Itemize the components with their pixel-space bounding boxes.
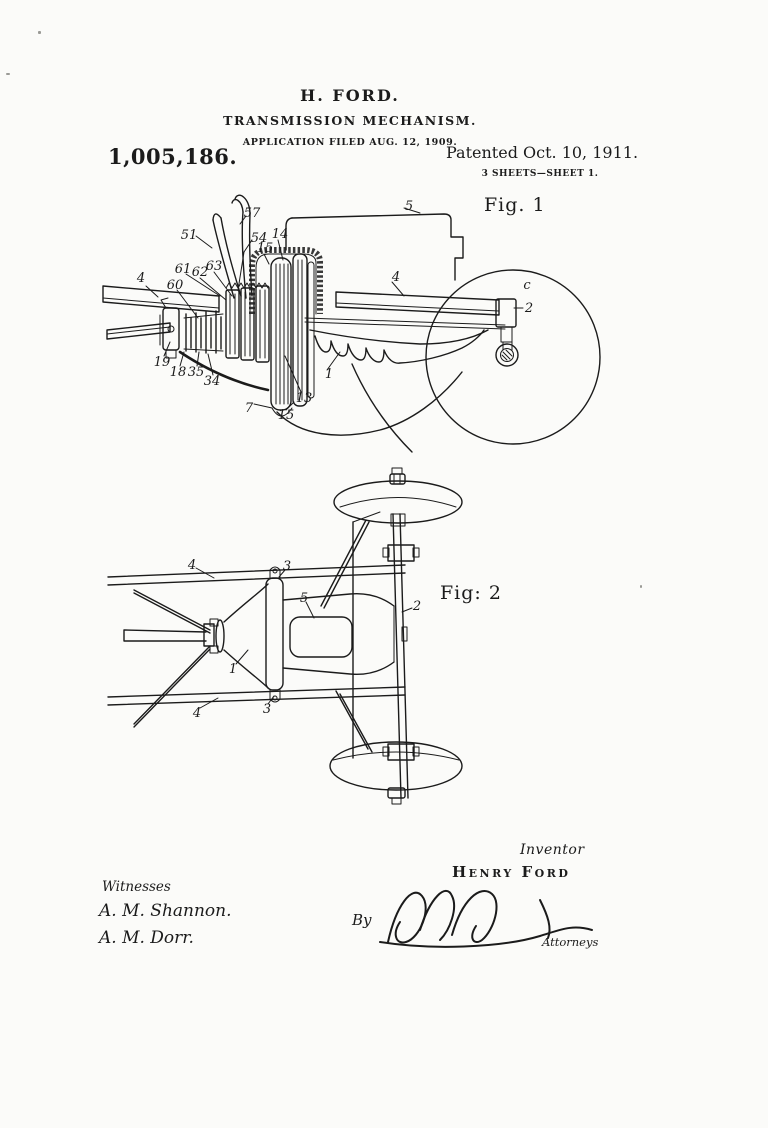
fig1-caption: Fig. 1 <box>484 194 546 216</box>
scan-speck <box>640 585 642 588</box>
patented-date-line: Patented Oct. 10, 1911. <box>446 143 639 162</box>
radius-rod <box>178 350 270 392</box>
fig2-caption: Fig: 2 <box>440 582 502 604</box>
figure-ref-label: 14 <box>272 227 289 242</box>
axle-column <box>352 511 420 799</box>
drive-shaft-universal-joint <box>106 297 180 359</box>
figure-ref-label: 5 <box>405 199 413 214</box>
figure-ref-label: 3 <box>263 702 271 717</box>
figure-ref-label: 4 <box>192 706 201 721</box>
figure-ref-label: 57 <box>244 206 261 221</box>
patent-number: 1,005,186. <box>108 144 238 169</box>
header-application-line: APPLICATION FILED AUG. 12, 1909. <box>242 137 458 148</box>
axle-clamp-upper <box>387 544 415 562</box>
fig2-label-layer: 4 3 5 2 1 4 3 <box>187 558 421 721</box>
fig2-frame-rails <box>107 564 406 706</box>
top-wheel <box>333 467 463 527</box>
witness-signature: A. M. Dorr. <box>99 928 194 948</box>
figure-ref-label: 51 <box>181 228 198 243</box>
left-frame-rail <box>102 285 220 313</box>
fig2-drawing: 4 3 5 2 1 4 3 <box>107 467 463 805</box>
figure-ref-label: 15 <box>257 241 274 256</box>
scan-speck <box>6 73 10 75</box>
figure-ref-label: 4 <box>136 271 145 286</box>
by-label: By <box>352 911 372 929</box>
frame-piece-5 <box>285 213 464 281</box>
figure-ref-label: 3 <box>283 559 291 574</box>
fig2-truss-rods <box>133 519 373 753</box>
figure-ref-label: 54 <box>251 231 268 246</box>
attorneys-label: Attorneys <box>542 935 599 949</box>
figure-ref-label: c <box>523 278 531 293</box>
figure-ref-label: 18 <box>170 365 187 380</box>
control-levers <box>212 194 253 299</box>
transverse-support-bar <box>265 566 284 703</box>
header-inventor-name: H. FORD. <box>300 86 400 105</box>
figure-ref-label: 7 <box>245 401 254 416</box>
fig1-leader-lines <box>145 207 524 411</box>
coupling-spring-section <box>183 310 224 354</box>
figure-ref-label: 2 <box>524 301 533 316</box>
right-frame-rail <box>304 291 506 330</box>
transmission-drums <box>225 282 270 363</box>
figure-ref-label: 15 <box>278 408 295 423</box>
rear-wheel-circle <box>425 269 601 445</box>
figure-ref-label: 4 <box>391 270 400 285</box>
figure-ref-label: 60 <box>167 278 184 293</box>
crankcase-arm <box>178 329 489 453</box>
attorney-signature-scrawl <box>379 889 593 948</box>
figure-ref-label: 19 <box>154 355 171 370</box>
figure-ref-label: 1 <box>325 367 333 382</box>
witness-signature: A. M. Shannon. <box>99 901 232 921</box>
figure-ref-label: 62 <box>192 265 209 280</box>
figure-ref-label: 2 <box>412 599 421 614</box>
sheet-count-line: 3 SHEETS—SHEET 1. <box>481 169 599 179</box>
fig2-leader-lines <box>195 567 413 709</box>
spring-bracket-and-pin <box>495 298 519 367</box>
cover-hatched-shell <box>249 247 323 315</box>
transmission-housing <box>282 592 395 676</box>
inventor-name: Henry Ford <box>452 863 571 881</box>
inventor-heading: Inventor <box>520 842 585 858</box>
scan-speck <box>38 31 41 34</box>
bottom-wheel <box>329 741 463 805</box>
figure-ref-label: 1 <box>229 662 237 677</box>
header-patent-title: TRANSMISSION MECHANISM. <box>223 113 477 128</box>
ratchet-teeth <box>225 282 269 289</box>
figure-ref-label: 34 <box>204 374 221 389</box>
figure-ref-label: 13 <box>296 391 313 406</box>
figure-ref-label: 63 <box>206 259 223 274</box>
fig2-shaft-and-joint <box>123 618 225 654</box>
figure-ref-label: 35 <box>188 365 205 380</box>
figure-ref-label: 5 <box>300 591 308 606</box>
figure-ref-label: 61 <box>175 262 192 277</box>
figure-ref-label: 4 <box>187 558 196 573</box>
witnesses-heading: Witnesses <box>102 879 171 895</box>
